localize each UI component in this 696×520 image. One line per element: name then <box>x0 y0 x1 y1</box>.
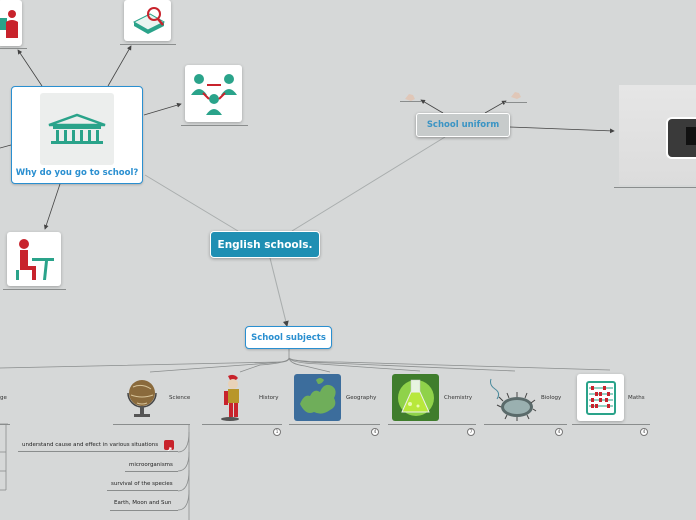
uniform-topic-node[interactable]: School uniform <box>416 113 510 137</box>
subject-label-biology: Biology <box>541 395 562 401</box>
subject-label-chemistry: Chemistry <box>444 395 473 401</box>
subject-label-maths: Maths <box>628 395 645 401</box>
person-icon <box>0 4 20 40</box>
science-leaf-microorganisms: microorganisms <box>129 462 173 468</box>
hand-right-icon <box>509 86 523 99</box>
uniform-topic-label: School uniform <box>426 120 500 130</box>
hand-left-icon <box>403 88 417 101</box>
chemistry-badge[interactable]: 7 <box>467 428 475 436</box>
subject-label-geography: Geography <box>346 395 377 401</box>
europe-map-icon <box>294 374 341 421</box>
central-topic-label: English schools. <box>217 238 313 251</box>
abacus-icon <box>585 380 617 416</box>
school-building-icon <box>40 93 114 165</box>
link-icon[interactable] <box>164 440 174 453</box>
history-badge[interactable]: 1 <box>273 428 281 436</box>
maths-badge[interactable]: 4 <box>640 428 648 436</box>
microbe-icon <box>487 375 537 421</box>
science-leaf-cause-effect: understand cause and effect in various s… <box>22 442 159 448</box>
roman-soldier-icon <box>218 374 248 422</box>
subjects-topic-node[interactable]: School subjects <box>245 326 332 349</box>
book-magnifier-icon <box>132 2 166 38</box>
subject-label-science: Science <box>169 395 191 401</box>
biology-badge[interactable]: 4 <box>555 428 563 436</box>
subject-label-history: History <box>259 395 279 401</box>
subjects-topic-label: School subjects <box>251 332 326 343</box>
student-at-desk-icon <box>12 236 56 282</box>
science-leaf-survival: survival of the species <box>111 481 173 487</box>
group-meeting-icon <box>189 69 239 117</box>
subject-label-language: ge <box>0 395 7 401</box>
science-leaf-earth-moon-sun: Earth, Moon and Sun <box>114 500 172 506</box>
geography-badge[interactable]: 4 <box>371 428 379 436</box>
why-topic-label: Why do you go to school? <box>15 168 139 178</box>
central-topic-node[interactable]: English schools. <box>210 231 320 258</box>
globe-icon <box>125 375 159 421</box>
flask-icon <box>392 374 439 421</box>
